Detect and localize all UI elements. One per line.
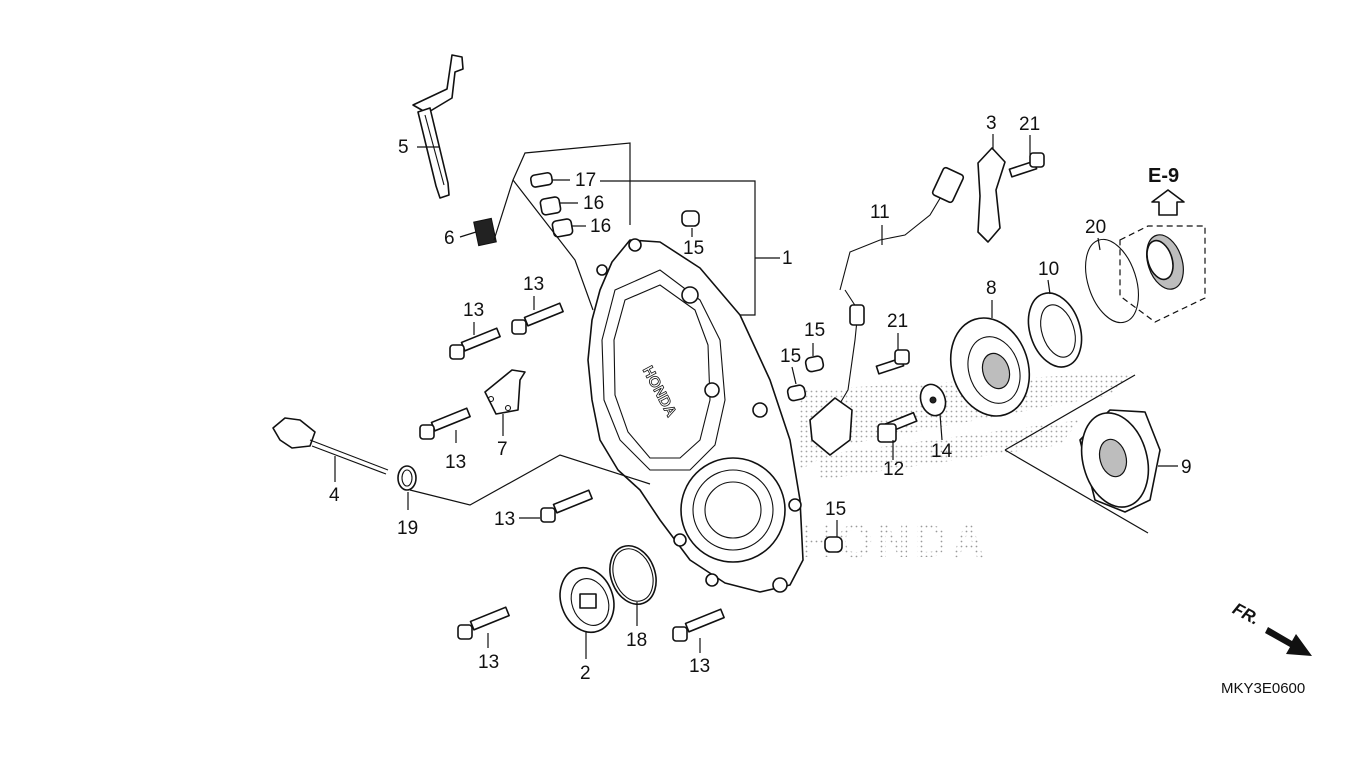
part-7-clip[interactable] bbox=[484, 369, 526, 415]
callout-9: 9 bbox=[1181, 457, 1192, 478]
callout-5: 5 bbox=[398, 137, 409, 158]
callout-16b: 16 bbox=[590, 216, 611, 237]
callout-13b: 13 bbox=[463, 300, 484, 321]
part-3-plate[interactable] bbox=[977, 147, 1006, 243]
leader-lines bbox=[334, 134, 1178, 659]
callout-15c: 15 bbox=[804, 320, 825, 341]
callout-1: 1 bbox=[782, 248, 793, 269]
part-20-circlip[interactable] bbox=[1076, 233, 1148, 330]
part-21-bolt[interactable] bbox=[1008, 152, 1045, 178]
part-13-bolt[interactable] bbox=[511, 302, 564, 335]
callout-18: 18 bbox=[626, 630, 647, 651]
callout-3: 3 bbox=[986, 113, 997, 134]
callout-13d: 13 bbox=[494, 509, 515, 530]
part-18-oring[interactable] bbox=[602, 539, 664, 610]
callout-12: 12 bbox=[883, 459, 904, 480]
callout-13c: 13 bbox=[445, 452, 466, 473]
front-arrow: FR. bbox=[1230, 599, 1312, 656]
callout-7: 7 bbox=[497, 439, 508, 460]
callout-13e: 13 bbox=[478, 652, 499, 673]
callout-15d: 15 bbox=[780, 346, 801, 367]
callout-15a: 15 bbox=[683, 238, 704, 259]
part-8-gear[interactable] bbox=[938, 308, 1041, 427]
callout-14: 14 bbox=[931, 441, 953, 462]
callout-13f: 13 bbox=[689, 656, 710, 677]
part-13-bolt[interactable] bbox=[449, 327, 501, 360]
callout-11: 11 bbox=[870, 202, 890, 223]
fr-label: FR. bbox=[1230, 599, 1263, 629]
callout-13a: 13 bbox=[523, 274, 544, 295]
callout-17: 17 bbox=[575, 170, 596, 191]
callout-10: 10 bbox=[1038, 259, 1059, 280]
part-4-dipstick[interactable] bbox=[272, 417, 389, 475]
e9-label: E-9 bbox=[1148, 165, 1179, 187]
part-15-dowel-b[interactable] bbox=[804, 355, 825, 373]
callout-16a: 16 bbox=[583, 193, 604, 214]
part-13-bolt[interactable] bbox=[540, 489, 593, 523]
part-10-bearing[interactable] bbox=[1019, 286, 1090, 374]
part-13-bolt[interactable] bbox=[672, 608, 725, 642]
diagram-code: MKY3E0600 bbox=[1221, 680, 1305, 697]
part-12-bolt[interactable] bbox=[877, 411, 918, 443]
honda-watermark: HONDA bbox=[800, 372, 1135, 567]
callout-19: 19 bbox=[397, 518, 418, 539]
part-16-collar-a[interactable] bbox=[539, 196, 562, 216]
part-15-dowel-d[interactable] bbox=[824, 536, 843, 553]
part-5-pipe[interactable] bbox=[412, 54, 464, 199]
part-15-dowel-a[interactable] bbox=[681, 210, 700, 227]
part-13-bolt[interactable] bbox=[419, 407, 471, 440]
part-15-dowel-c[interactable] bbox=[786, 384, 807, 402]
part-1-cover[interactable]: HONDA bbox=[587, 238, 804, 593]
callout-2: 2 bbox=[580, 663, 591, 684]
part-19-oring[interactable] bbox=[397, 465, 417, 491]
part-9-rotor[interactable] bbox=[1072, 405, 1161, 514]
part-14-washer[interactable] bbox=[916, 381, 949, 419]
callout-20: 20 bbox=[1085, 217, 1106, 238]
part-11-sensor[interactable] bbox=[809, 166, 965, 456]
callout-6: 6 bbox=[444, 228, 455, 249]
callout-21b: 21 bbox=[887, 311, 908, 332]
part-13-bolt[interactable] bbox=[457, 606, 510, 640]
callout-8: 8 bbox=[986, 278, 997, 299]
part-16-collar-b[interactable] bbox=[551, 218, 574, 238]
part-2-cap[interactable] bbox=[551, 560, 622, 640]
part-6-filter[interactable] bbox=[473, 217, 497, 247]
e9-reference-box bbox=[1119, 225, 1206, 323]
callout-15b: 15 bbox=[825, 499, 846, 520]
part-17-ring[interactable] bbox=[529, 172, 554, 188]
callout-4: 4 bbox=[329, 485, 340, 506]
part-21-bolt[interactable] bbox=[875, 349, 910, 375]
callout-21a: 21 bbox=[1019, 114, 1040, 135]
e9-arrow bbox=[1151, 189, 1185, 216]
